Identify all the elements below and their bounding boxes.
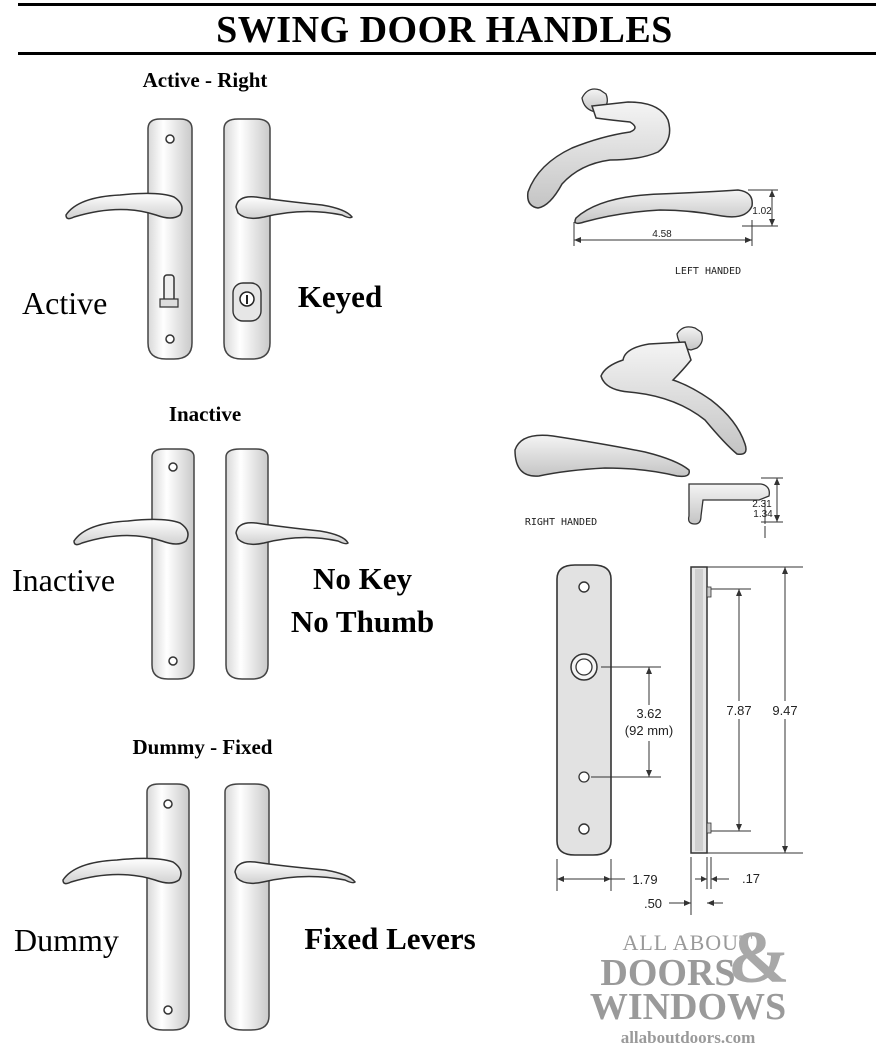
no-thumb-label: No Thumb — [290, 604, 435, 639]
left-handed-height-value: 1.02 — [752, 206, 772, 217]
hole-spacing-value: 3.62 — [636, 706, 661, 721]
section-heading-active: Active - Right — [142, 68, 268, 92]
keyed-label: Keyed — [297, 279, 383, 314]
dummy-label: Dummy — [14, 922, 119, 958]
thickness-value: .50 — [644, 896, 662, 911]
hole-spacing-mm-value: (92 mm) — [625, 723, 673, 738]
page-title: SWING DOOR HANDLES — [216, 9, 673, 51]
right-handed-lever-diagram: 2.31 1.34 RIGHT HANDED — [514, 326, 783, 538]
inactive-handle-pair-illustration — [73, 448, 349, 680]
dummy-handle-pair-illustration — [62, 783, 356, 1031]
overall-height-value: 9.47 — [772, 703, 797, 718]
no-key-label: No Key — [312, 561, 412, 596]
logo-line-windows: WINDOWS — [589, 986, 787, 1028]
logo-line-doors: DOORS — [600, 952, 736, 994]
left-handed-caption: LEFT HANDED — [675, 266, 741, 277]
logo-line-all-about: ALL ABOUT — [622, 930, 754, 955]
logo-url: allaboutdoors.com — [620, 1028, 756, 1047]
inactive-label: Inactive — [12, 562, 116, 598]
right-handed-projection-value: 2.31 — [752, 499, 772, 510]
width-value: 1.79 — [632, 872, 657, 887]
left-handed-length-value: 4.58 — [652, 229, 672, 240]
left-handed-lever-diagram: 1.02 4.58 LEFT HANDED — [526, 88, 778, 277]
section-heading-dummy: Dummy - Fixed — [132, 735, 273, 759]
fixed-levers-label: Fixed Levers — [304, 921, 476, 956]
logo-ampersand: & — [728, 917, 790, 999]
active-handle-pair-illustration — [65, 118, 353, 360]
top-rule — [18, 3, 876, 6]
offset-value: .17 — [742, 871, 760, 886]
active-label: Active — [22, 285, 108, 321]
inner-height-value: 7.87 — [726, 703, 751, 718]
plate-dimension-drawing: 3.62 (92 mm) 7.87 9.47 1.79 .17 .50 — [556, 564, 803, 915]
right-handed-caption: RIGHT HANDED — [525, 517, 597, 528]
watermark-logo: ALL ABOUT DOORS WINDOWS allaboutdoors.co… — [578, 930, 798, 1048]
right-handed-depth-value: 1.34 — [753, 509, 773, 520]
title-underline — [18, 52, 876, 55]
section-heading-inactive: Inactive — [168, 402, 242, 426]
